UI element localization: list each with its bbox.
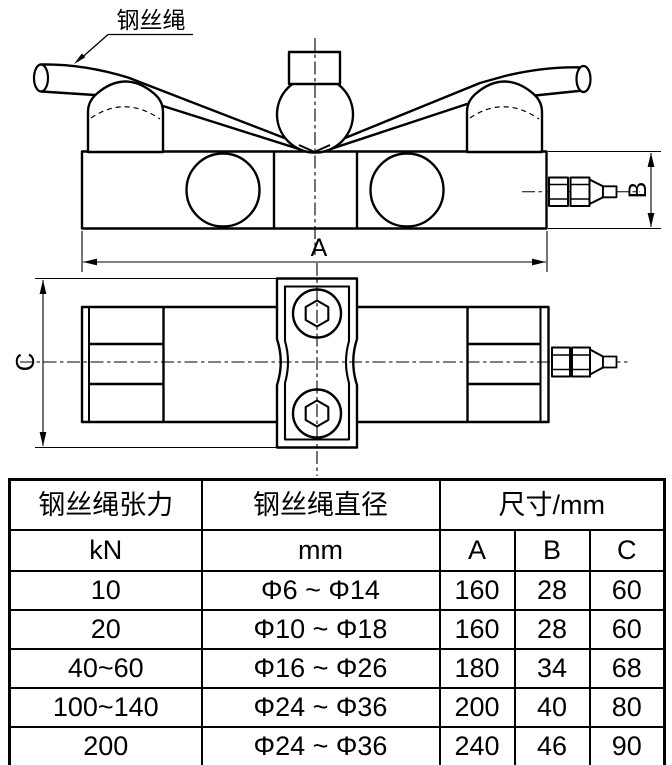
cell-c: 60 [588,569,666,611]
front-view: B A 钢丝绳 [32,7,661,272]
gland2-tip [602,355,618,369]
dim-a-arrow-left [83,258,97,266]
dim-b-arrow-down [647,213,655,227]
cell-c: 60 [588,608,666,650]
wire-rope-right [319,66,585,154]
dimension-c: C [10,277,277,449]
col-b: B [513,528,591,572]
rope-end-cap-right [575,64,592,94]
dim-a-arrow-right [532,258,546,266]
cell-a: 180 [438,647,516,689]
gland-tip [602,185,618,199]
table-row: 200 Φ24 ~ Φ36 240 46 90 [8,725,666,765]
cell-diameter: Φ6 ~ Φ14 [200,569,441,611]
saddle-left [86,80,165,154]
cell-a: 200 [438,686,516,728]
cell-tension: 200 [8,725,203,765]
gland-nut-2 [569,176,591,207]
cable-gland-front [522,176,640,207]
cable-gland-side [551,346,618,378]
cell-a: 240 [438,725,516,765]
col-a: A [438,528,516,572]
table-row: 40~60 Φ16 ~ Φ26 180 34 68 [8,647,666,689]
cell-b: 34 [513,647,591,689]
table-header-row-1: 钢丝绳张力 钢丝绳直径 尺寸/mm [8,478,666,531]
sensor-drawing: B A 钢丝绳 [10,7,661,476]
dimension-b: B [548,150,661,230]
dim-c-arrow-down [39,432,47,446]
cell-diameter: Φ10 ~ Φ18 [200,608,441,650]
spec-table: 钢丝绳张力 钢丝绳直径 尺寸/mm kN mm A B C 10 Φ6 ~ Φ1… [8,478,666,765]
rope-label: 钢丝绳 [117,7,186,33]
mounting-hole-right [369,152,445,228]
gland2-nut-1 [551,346,571,378]
header-rope-tension: 钢丝绳张力 [8,478,203,531]
header-dimensions: 尺寸/mm [438,478,666,531]
col-c: C [588,528,666,572]
cell-c: 80 [588,686,666,728]
cell-tension: 40~60 [8,647,203,689]
dimension-label-c: C [10,353,40,372]
gland-nut-1 [548,176,569,207]
gland-cone [588,178,604,205]
side-view: C [10,263,630,476]
dimension-label-b: B [624,182,652,199]
gland2-nut-2 [571,346,591,378]
rope-leader-arrow [74,53,86,64]
dimension-a: A [81,231,548,272]
saddle-right-hidden-arc [469,106,540,120]
cell-b: 28 [513,608,591,650]
gland2-cone [589,348,604,376]
cell-tension: 10 [8,569,203,611]
cell-b: 40 [513,686,591,728]
cell-tension: 100~140 [8,686,203,728]
table-row: 100~140 Φ24 ~ Φ36 200 40 80 [8,686,666,728]
cell-a: 160 [438,608,516,650]
rope-end-cap-left [32,63,50,93]
cell-a: 160 [438,569,516,611]
cell-diameter: Φ16 ~ Φ26 [200,647,441,689]
table-row: 10 Φ6 ~ Φ14 160 28 60 [8,569,666,611]
dimension-label-a: A [311,234,328,262]
saddle-left-hidden-arc [90,106,161,120]
table-header-row-2: kN mm A B C [8,528,666,572]
header-rope-diameter: 钢丝绳直径 [200,478,441,531]
cell-c: 90 [588,725,666,765]
cell-c: 68 [588,647,666,689]
dim-c-arrow-up [39,280,47,294]
dim-b-arrow-up [647,153,655,167]
wire-rope-left [39,63,311,154]
unit-mm: mm [200,528,441,572]
cell-b: 28 [513,569,591,611]
cell-diameter: Φ24 ~ Φ36 [200,725,441,765]
cell-b: 46 [513,725,591,765]
mounting-hole-left [185,152,261,228]
table-row: 20 Φ10 ~ Φ18 160 28 60 [8,608,666,650]
cell-diameter: Φ24 ~ Φ36 [200,686,441,728]
saddle-right [465,80,544,154]
sensor-body [80,150,548,230]
rope-callout: 钢丝绳 [74,7,193,64]
cell-tension: 20 [8,608,203,650]
unit-kn: kN [8,528,203,572]
